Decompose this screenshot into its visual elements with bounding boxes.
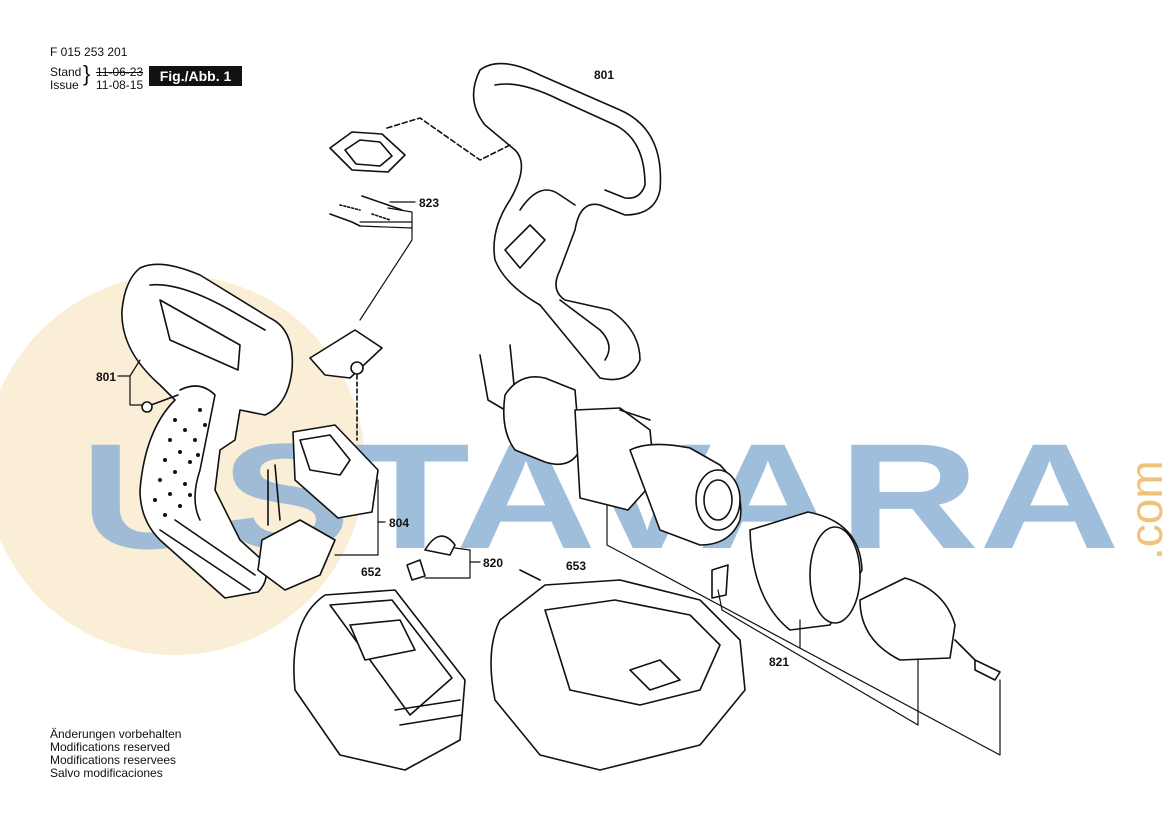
callout-leaders	[117, 201, 1001, 756]
issue-label: Issue	[50, 78, 79, 92]
note-de: Änderungen vorbehalten	[50, 727, 182, 741]
callout-823: 823	[419, 196, 440, 210]
callout-820: 820	[483, 556, 504, 570]
switch-slider	[309, 329, 383, 379]
watermark-suffix: .com	[1120, 460, 1169, 560]
note-es: Salvo modificaciones	[50, 766, 163, 780]
part-number: F 015 253 201	[50, 45, 128, 59]
modification-notes: Änderungen vorbehalten Modifications res…	[50, 728, 181, 780]
brace-glyph: }	[83, 61, 91, 86]
callout-804: 804	[389, 516, 410, 530]
housing-dimple-pattern	[153, 408, 207, 517]
leader-switch-to-housing	[386, 117, 511, 161]
callout-653: 653	[566, 559, 587, 573]
callout-821: 821	[769, 655, 790, 669]
note-fr: Modifications reservees	[50, 753, 177, 767]
charger	[490, 569, 746, 771]
callout-801-top: 801	[594, 68, 615, 82]
figure-label: Fig./Abb. 1	[149, 66, 242, 86]
housing-screw	[141, 394, 179, 413]
stand-label: Stand	[50, 65, 82, 79]
battery-pack	[293, 589, 466, 771]
issue-date: 11-08-15	[96, 78, 144, 92]
springs	[329, 195, 403, 227]
stand-date: 11-06-23	[96, 65, 144, 79]
note-en: Modifications reserved	[50, 740, 171, 754]
ring-and-chuck	[711, 511, 1001, 681]
callout-652: 652	[361, 565, 382, 579]
small-parts	[406, 535, 456, 581]
housing-right-half	[472, 62, 662, 381]
switch-cover	[329, 131, 406, 173]
callout-801-left: 801	[96, 370, 117, 384]
motor-gearbox	[479, 344, 742, 546]
switch-module	[257, 424, 379, 591]
